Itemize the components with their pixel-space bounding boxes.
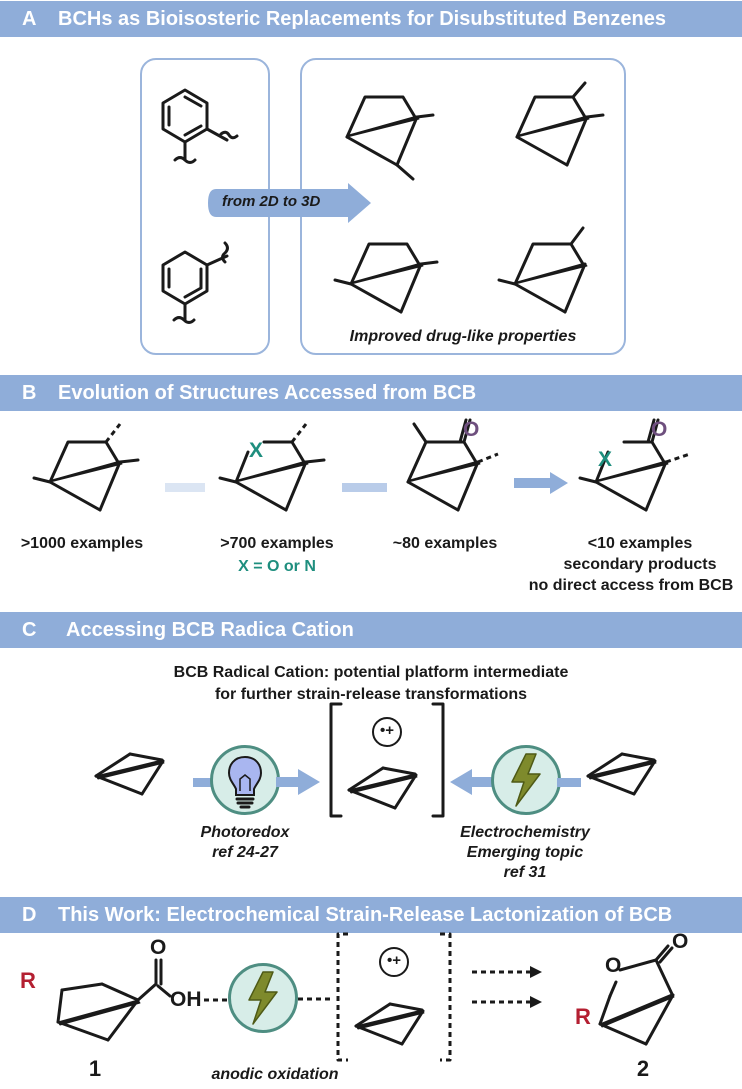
b-arrow-2 (342, 483, 387, 492)
b-item-1-label: >1000 examples (20, 535, 144, 552)
lightning-icon (248, 971, 278, 1025)
b-item-4-label: <10 examples (587, 535, 693, 552)
b-arrow-3 (514, 472, 568, 494)
radical-cation-symbol: •+ (379, 722, 394, 739)
d-dash-link (298, 997, 330, 1001)
d-anodic-caption: anodic oxidation (211, 1066, 339, 1083)
bch-2-structure (515, 81, 605, 167)
d-radical-cation-symbol: •+ (386, 952, 401, 969)
lightning-icon (511, 753, 541, 807)
b-item-4-sub1: secondary products (563, 556, 717, 573)
c-headline-1: BCB Radical Cation: potential platform i… (173, 664, 569, 681)
c-right-label-1: Electrochemistry (460, 824, 590, 841)
acid-oh-label: OH (170, 988, 202, 1011)
c-headline-2: for further strain-release transformatio… (214, 686, 528, 703)
bch-3-structure (333, 242, 439, 314)
d-dashed-arrows (472, 966, 542, 1008)
compound-2-number: 2 (636, 1056, 650, 1081)
bcb-product-3-structure (406, 418, 499, 512)
compound-1-structure (56, 958, 228, 1042)
r-group-label: R (575, 1004, 591, 1029)
ortho-benzene-structure (161, 88, 239, 164)
section-d-banner: D This Work: Electrochemical Strain-Relea… (0, 897, 742, 933)
heteroatom-x-label: X (249, 439, 264, 462)
d-radical-cation-brackets (336, 932, 452, 1062)
lactone-carbonyl-o-label: O (672, 930, 689, 953)
2d-to-3d-arrow (208, 183, 371, 223)
c-right-label-2: Emerging topic (466, 844, 584, 861)
section-title: Evolution of Structures Accessed from BC… (58, 382, 477, 404)
bch-4-structure (497, 226, 588, 314)
section-letter: C (22, 619, 37, 641)
c-left-label-1: Photoredox (200, 824, 290, 841)
c-arrow-right-head (450, 769, 494, 795)
c-arrow-left-head (276, 769, 320, 795)
b-arrow-1 (165, 483, 205, 492)
b-item-2-sub: X = O or N (238, 558, 316, 575)
section-c-banner: C Accessing BCB Radica Cation (0, 612, 742, 648)
section-b-banner: B Evolution of Structures Accessed from B… (0, 375, 742, 411)
r-group-label: R (20, 968, 36, 993)
section-title: This Work: Electrochemical Strain-Releas… (58, 904, 673, 926)
bcb-right-structure (586, 752, 657, 796)
meta-benzene-structure (161, 241, 229, 324)
c-arrow-right-tail (557, 778, 581, 787)
c-arrow-left-tail (193, 778, 217, 787)
bcb-product-2-structure (218, 423, 326, 512)
compound-2-structure (598, 944, 675, 1046)
electrochem-icon-circle (228, 963, 298, 1033)
b-item-2-label: >700 examples (220, 535, 334, 552)
bch-1-structure (345, 95, 435, 181)
bcb-product-1-structure (32, 423, 140, 512)
section-letter: B (22, 382, 37, 404)
section-title: Accessing BCB Radica Cation (66, 619, 354, 641)
acid-o-label: O (150, 936, 167, 959)
panel-a-caption: Improved drug-like properties (349, 328, 577, 345)
compound-1-number: 1 (88, 1056, 102, 1081)
section-letter: D (22, 904, 37, 926)
b-item-3-label: ~80 examples (392, 535, 498, 552)
carbonyl-o-label: O (651, 418, 668, 441)
carbonyl-o-label: O (463, 418, 480, 441)
arrow-label: from 2D to 3D (222, 193, 321, 210)
section-title: BCHs as Bioisosteric Replacements for Di… (58, 8, 666, 30)
heteroatom-x-label: X (598, 448, 613, 471)
bcb-left-structure (94, 752, 165, 796)
bcb-product-4-structure (578, 418, 691, 512)
section-letter: A (22, 8, 37, 30)
lightbulb-icon (227, 755, 263, 809)
c-right-label-3: ref 31 (503, 864, 547, 881)
b-item-4-sub2: no direct access from BCB (528, 577, 734, 594)
section-a-banner: A BCHs as Bioisosteric Replacements for D… (0, 1, 742, 37)
c-left-label-2: ref 24-27 (212, 844, 278, 861)
lactone-ring-o-label: O (605, 954, 622, 977)
radical-cation-brackets (329, 702, 445, 818)
